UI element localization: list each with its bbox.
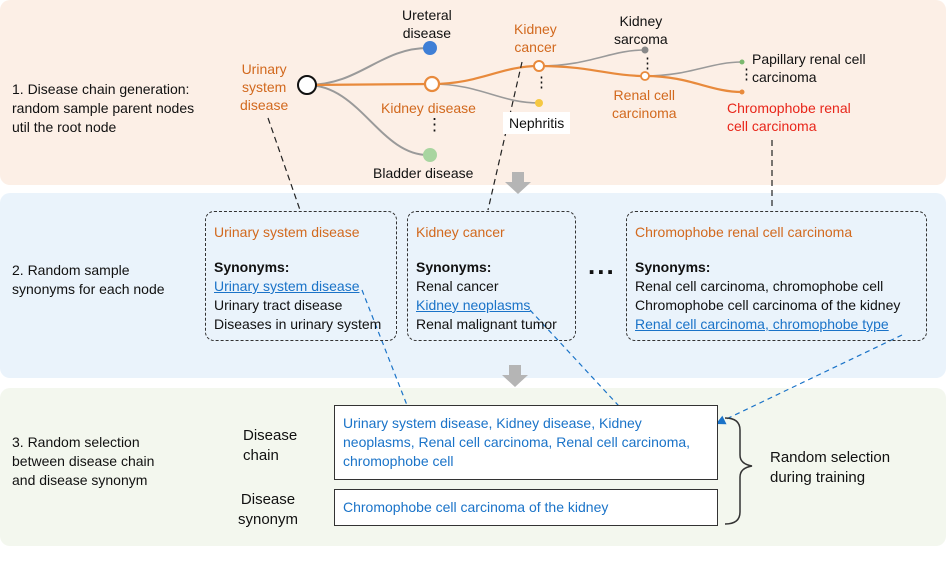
band-chain-generation (0, 0, 946, 185)
synonym-box-chromophobe: Chromophobe renal cell carcinoma Synonym… (626, 211, 927, 341)
disease-chain-label: Disease chain (243, 427, 298, 464)
ellipsis-4: ⋮ (739, 66, 754, 83)
box-title: Kidney cancer (416, 224, 505, 240)
blue-arrow-3 (715, 334, 903, 425)
synonym-item[interactable]: Urinary system disease (214, 278, 360, 294)
synonyms-label: Synonyms: (635, 259, 711, 275)
blue-arrow-2 (529, 309, 632, 420)
label-kidney-sarcoma: Kidney sarcoma (614, 13, 668, 47)
node-ureteral (423, 41, 437, 55)
ellipsis-3: ⋮ (640, 55, 655, 72)
edge-kc-rc (538, 64, 646, 78)
down-arrow-2 (502, 365, 528, 387)
step-2-label: 2. Random sample synonyms for each node (12, 262, 165, 297)
edge-rc-chromophobe (644, 74, 743, 94)
synonyms-label: Synonyms: (416, 259, 492, 275)
edge-root-bladder (306, 84, 429, 156)
dash-kc-box2 (487, 61, 523, 211)
synonym-box-kidney-cancer: Kidney cancer Synonyms: Renal cancer Kid… (407, 211, 576, 341)
label-chromophobe: Chromophobe renal cell carcinoma (727, 100, 851, 134)
step-1-label: 1. Disease chain generation: random samp… (12, 81, 195, 135)
disease-chain-box: Urinary system disease, Kidney disease, … (334, 405, 718, 480)
between-boxes-dots: ... (588, 250, 616, 280)
node-papillary (739, 59, 745, 65)
synonym-item: Urinary tract disease (214, 297, 343, 313)
dash-root-box1 (267, 117, 301, 211)
disease-synonym-text: Chromophobe cell carcinoma of the kidney (343, 499, 609, 515)
node-kidney-disease (423, 75, 441, 93)
box-title: Chromophobe renal cell carcinoma (635, 224, 853, 240)
synonym-item: Renal malignant tumor (416, 316, 557, 332)
synonym-item[interactable]: Renal cell carcinoma, chromophobe type (635, 316, 889, 332)
synonym-item: Diseases in urinary system (214, 316, 382, 332)
synonym-item: Chromophobe cell carcinoma of the kidney (635, 297, 901, 313)
node-renal-cell (640, 71, 650, 81)
disease-synonym-box: Chromophobe cell carcinoma of the kidney (334, 489, 718, 526)
node-nephritis (535, 99, 543, 107)
ellipsis-1: ⋮ (426, 115, 443, 134)
label-kidney-cancer: Kidney cancer (514, 21, 557, 55)
label-ureteral: Ureteral disease (402, 7, 452, 41)
node-bladder (423, 148, 437, 162)
synonym-item[interactable]: Kidney neoplasms (416, 297, 531, 313)
synonym-box-urinary: Urinary system disease Synonyms: Urinary… (205, 211, 397, 341)
edge-kd-kc (431, 64, 540, 86)
box-title: Urinary system disease (214, 224, 360, 240)
disease-synonym-label: Disease synonym (238, 491, 299, 528)
synonym-item: Renal cell carcinoma, chromophobe cell (635, 278, 884, 294)
label-renal-cell: Renal cell carcinoma (612, 87, 677, 121)
disease-chain-text: Urinary system disease, Kidney disease, … (343, 415, 691, 469)
label-kidney-disease: Kidney disease (381, 100, 476, 116)
band-synonym-sampling (0, 193, 946, 378)
ellipsis-2: ⋮ (534, 74, 549, 91)
synonyms-label: Synonyms: (214, 259, 290, 275)
label-nephritis: Nephritis (503, 112, 571, 134)
label-papillary: Papillary renal cell carcinoma (752, 51, 866, 85)
edge-root-ureteral (306, 47, 429, 86)
node-kidney-sarcoma (641, 46, 649, 54)
synonym-item: Renal cancer (416, 278, 499, 294)
node-chromophobe (739, 89, 745, 95)
down-arrow-1 (505, 172, 531, 194)
edge-rc-papillary (644, 61, 743, 77)
node-kidney-cancer (533, 60, 545, 72)
edge-kd-nephritis (431, 83, 540, 104)
label-root: Urinary system disease (240, 61, 289, 113)
step-3-label: 3. Random selection between disease chai… (12, 434, 155, 488)
random-selection-label: Random selection during training (770, 449, 891, 486)
label-bladder: Bladder disease (373, 165, 474, 181)
curly-brace (724, 417, 753, 525)
node-root (297, 75, 317, 95)
blue-arrow-1 (361, 289, 414, 421)
edge-root-kidney-disease (306, 82, 433, 87)
